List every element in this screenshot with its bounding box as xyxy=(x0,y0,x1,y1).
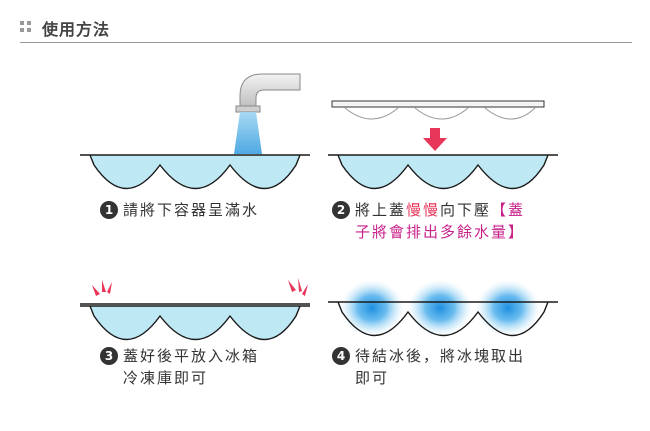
step-2-text-note: 子將會排出多餘水量】 xyxy=(355,223,526,241)
ice-cube xyxy=(408,280,472,336)
step-1-caption: 1 請將下容器呈滿水 xyxy=(100,199,259,221)
step-2-caption: 2 將上蓋慢慢向下壓【蓋 子將會排出多餘水量】 xyxy=(332,199,525,243)
step-1-text: 請將下容器呈滿水 xyxy=(123,201,260,219)
step-4-text-line1: 待結冰後，將冰塊取出 xyxy=(355,347,526,365)
page-title: 使用方法 xyxy=(42,20,111,39)
ice-tray-closed xyxy=(328,301,558,337)
ice-tray-bottom xyxy=(328,154,558,190)
step-4-illustration xyxy=(328,280,558,337)
step-3-text-line2: 冷凍庫即可 xyxy=(123,369,209,387)
step-number-badge: 1 xyxy=(100,201,118,219)
ice-cube xyxy=(476,280,540,336)
step-4-text-line2: 即可 xyxy=(355,369,390,387)
water-stream xyxy=(234,112,262,154)
ice-tray-lid xyxy=(331,100,545,120)
section-header: 使用方法 xyxy=(20,12,632,44)
step-number-badge: 4 xyxy=(332,347,350,365)
sparkle-right-icon xyxy=(288,278,308,296)
header-divider xyxy=(20,42,632,43)
step-3-text-line1: 蓋好後平放入冰箱 xyxy=(123,347,260,365)
step-2-text-a: 將上蓋 xyxy=(355,201,407,219)
step-2-text-note-start: 【蓋 xyxy=(491,201,526,219)
faucet-icon xyxy=(235,73,301,113)
sparkle-left-icon xyxy=(92,280,112,296)
down-arrow-icon xyxy=(423,128,447,151)
step-3-caption: 3 蓋好後平放入冰箱 冷凍庫即可 xyxy=(100,345,259,389)
step-4-caption: 4 待結冰後，將冰塊取出 即可 xyxy=(332,345,525,389)
ice-tray-bottom xyxy=(80,154,310,190)
step-number-badge: 2 xyxy=(332,201,350,219)
step-3-illustration xyxy=(80,278,310,341)
ice-tray-closed xyxy=(80,303,310,341)
step-2-illustration xyxy=(328,100,558,190)
grid-dots-icon xyxy=(20,21,31,32)
step-1-illustration xyxy=(80,73,310,190)
step-2-text-c: 向下壓 xyxy=(440,201,492,219)
step-number-badge: 3 xyxy=(100,347,118,365)
ice-cube xyxy=(340,280,404,336)
step-2-text-highlight: 慢慢 xyxy=(406,201,441,219)
